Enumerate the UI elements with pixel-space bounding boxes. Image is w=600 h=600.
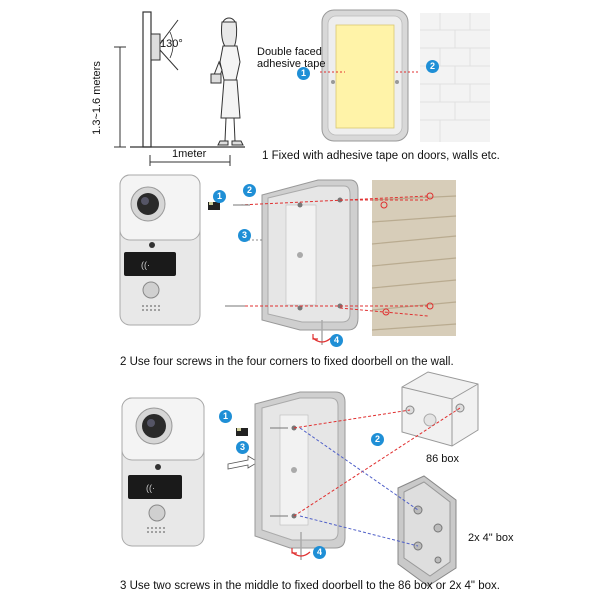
step-badge-3-4: 4: [313, 546, 326, 559]
tape-label-line1: Double faced: [257, 46, 322, 58]
caption-step-3: 3 Use two screws in the middle to fixed …: [120, 580, 500, 592]
caption-step-1: 1 Fixed with adhesive tape on doors, wal…: [262, 150, 500, 162]
svg-text:((·: ((·: [146, 483, 155, 493]
step-badge-2-3: 3: [238, 229, 251, 242]
distance-label: 1meter: [172, 148, 206, 160]
box-2x4: [398, 476, 456, 586]
step-badge-3-3: 3: [236, 441, 249, 454]
step-badge-3-1: 1: [219, 410, 232, 423]
sd-card-3: [236, 428, 248, 436]
person-silhouette: [211, 18, 243, 145]
step-badge-3-2: 2: [371, 433, 384, 446]
back-cover-2: [262, 180, 358, 330]
step-badge-2-4: 4: [330, 334, 343, 347]
wall-bricks-2: [372, 180, 456, 336]
sd-card-2: [208, 202, 220, 210]
tape-label-line2: adhesive tape: [257, 58, 326, 70]
wall-surface: [420, 13, 490, 142]
insert-arrow-3: [228, 456, 258, 469]
step-badge-1-1: 1: [297, 67, 310, 80]
angle-label: 130°: [160, 38, 183, 50]
step-badge-2-2: 2: [243, 184, 256, 197]
label-86-box: 86 box: [426, 453, 459, 465]
screws-2: [225, 205, 250, 306]
installation-height-diagram: [114, 12, 245, 166]
back-cover-3: [255, 392, 345, 548]
label-2x4-box: 2x 4" box: [468, 532, 514, 544]
step-badge-1-2: 2: [426, 60, 439, 73]
box-86: [402, 372, 478, 446]
svg-text:((·: ((·: [141, 260, 150, 270]
step-badge-2-1: 1: [213, 190, 226, 203]
caption-step-2: 2 Use four screws in the four corners to…: [120, 356, 454, 368]
doorbell-front-3: ((·: [122, 398, 204, 546]
height-label: 1.3~1.6 meters: [91, 58, 103, 138]
doorbell-front-2: ((·: [120, 175, 200, 325]
